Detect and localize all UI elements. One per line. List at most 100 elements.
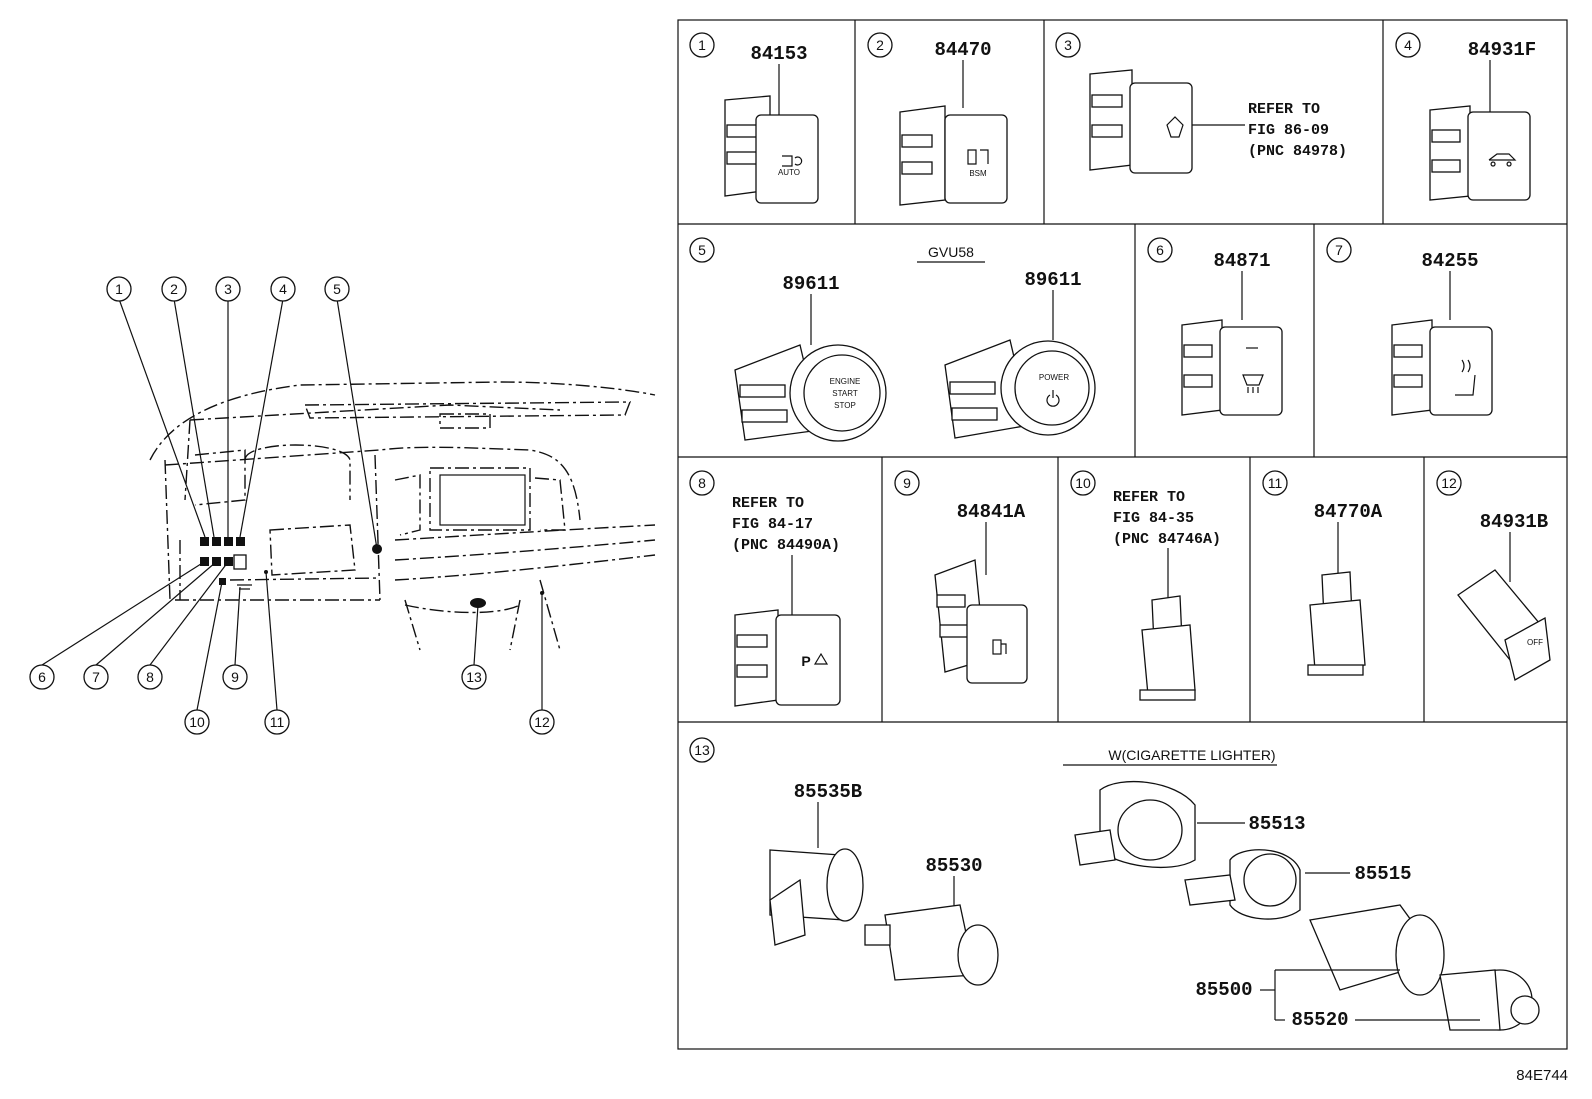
ring-icon	[1074, 780, 1196, 869]
svg-text:OFF: OFF	[1527, 638, 1543, 647]
engine-start-button-icon: ENGINE START STOP	[734, 344, 887, 442]
callout-3: 3	[215, 276, 241, 302]
callout-10: 10	[184, 709, 210, 735]
svg-text:9: 9	[231, 669, 239, 685]
svg-text:6: 6	[38, 669, 46, 685]
svg-text:8: 8	[146, 669, 154, 685]
switch-seat-heater-icon	[1391, 319, 1493, 416]
socket-icon	[769, 848, 864, 946]
svg-text:W(CIGARETTE LIGHTER): W(CIGARETTE LIGHTER)	[1108, 747, 1275, 763]
svg-text:3: 3	[224, 281, 232, 297]
cell-8: 8 REFER TO FIG 84-17 (PNC 84490A) P	[689, 470, 841, 707]
callout-13: 13	[461, 664, 487, 690]
svg-text:FIG 84-17: FIG 84-17	[732, 516, 813, 533]
callout-8: 8	[137, 664, 163, 690]
cell-7: 7 84255	[1326, 237, 1493, 416]
svg-text:POWER: POWER	[1039, 373, 1069, 382]
part-number-84770A: 84770A	[1314, 501, 1383, 523]
part-number-85515: 85515	[1354, 863, 1411, 885]
svg-text:9: 9	[903, 475, 911, 491]
cell-2: 2 84470 BSM	[867, 32, 1008, 206]
svg-text:1: 1	[115, 281, 123, 297]
svg-text:7: 7	[1335, 242, 1343, 258]
svg-text:AUTO: AUTO	[778, 168, 800, 177]
cell-9: 9 84841A	[894, 470, 1028, 684]
sleeve-icon	[1184, 849, 1301, 920]
svg-text:12: 12	[1441, 475, 1457, 491]
callout-1: 1	[106, 276, 132, 302]
switch-auto-icon: AUTO	[724, 95, 819, 204]
svg-text:12: 12	[534, 714, 550, 730]
svg-text:10: 10	[189, 714, 205, 730]
power-button-icon: POWER	[944, 339, 1096, 439]
svg-text:13: 13	[466, 669, 482, 685]
callout-4: 4	[270, 276, 296, 302]
part-number-84931B: 84931B	[1480, 511, 1548, 533]
part-number-89611-a: 89611	[782, 273, 839, 295]
part-number-84871: 84871	[1213, 250, 1270, 272]
figure-code: 84E744	[1516, 1067, 1568, 1084]
svg-text:11: 11	[270, 714, 285, 730]
switch-defogger-icon	[1181, 319, 1283, 416]
cell-3: 3 REFER TO FIG 86-09 (PNC 84978)	[1055, 32, 1347, 174]
svg-text:REFER TO: REFER TO	[732, 495, 804, 512]
switch-off-icon: OFF	[1457, 569, 1551, 681]
svg-text:6: 6	[1156, 242, 1164, 258]
svg-text:ENGINE: ENGINE	[830, 377, 861, 386]
callout-7: 7	[83, 664, 109, 690]
callout-11: 11	[264, 709, 290, 735]
callout-12: 12	[529, 709, 555, 735]
part-number-85520: 85520	[1291, 1009, 1348, 1031]
svg-text:8: 8	[698, 475, 706, 491]
part-number-85530: 85530	[925, 855, 982, 877]
part-number-84153: 84153	[750, 43, 807, 65]
switch-offroad-icon	[1429, 105, 1531, 201]
cell-1: 1 84153 AUTO	[689, 32, 819, 204]
part-number-85535B: 85535B	[794, 781, 862, 803]
callout-5: 5	[324, 276, 350, 302]
parts-grid	[677, 19, 1568, 1050]
svg-text:BSM: BSM	[969, 169, 987, 178]
switch-refer-icon	[1089, 69, 1193, 174]
callout-9: 9	[222, 664, 248, 690]
part-number-84841A: 84841A	[957, 501, 1026, 523]
callout-2: 2	[161, 276, 187, 302]
svg-text:4: 4	[1404, 37, 1412, 53]
svg-text:2: 2	[170, 281, 178, 297]
switch-parking-sensor-icon: P	[734, 609, 841, 707]
part-number-84255: 84255	[1421, 250, 1478, 272]
svg-text:REFER TO: REFER TO	[1113, 489, 1185, 506]
svg-text:10: 10	[1075, 475, 1091, 491]
switch-bsm-icon: BSM	[899, 105, 1008, 206]
part-number-84470: 84470	[934, 39, 991, 61]
connector-icon	[1307, 571, 1366, 676]
svg-text:5: 5	[333, 281, 341, 297]
callout-6: 6	[29, 664, 55, 690]
svg-text:FIG 84-35: FIG 84-35	[1113, 510, 1194, 527]
svg-text:7: 7	[92, 669, 100, 685]
svg-text:(PNC 84746A): (PNC 84746A)	[1113, 531, 1221, 548]
dashboard-overview: 1 2 3 4 5 6 7 8 9 10 11 12 13	[29, 276, 656, 735]
svg-text:START: START	[832, 389, 858, 398]
socket-body-icon	[1309, 904, 1540, 1031]
svg-text:FIG 86-09: FIG 86-09	[1248, 122, 1329, 139]
cell-13: 13 W(CIGARETTE LIGHTER) 85535B 85530 855…	[689, 737, 1540, 1031]
svg-text:P: P	[801, 653, 810, 669]
svg-text:11: 11	[1268, 475, 1283, 491]
svg-text:3: 3	[1064, 37, 1072, 53]
connector-icon	[1139, 595, 1196, 701]
cell-11: 11 84770A	[1262, 470, 1383, 676]
svg-text:(PNC 84978): (PNC 84978)	[1248, 143, 1347, 160]
svg-text:2: 2	[876, 37, 884, 53]
svg-text:REFER TO: REFER TO	[1248, 101, 1320, 118]
cell-6: 6 84871	[1147, 237, 1283, 416]
svg-text:1: 1	[698, 37, 706, 53]
switch-fuel-door-icon	[934, 559, 1028, 684]
cell-10: 10 REFER TO FIG 84-35 (PNC 84746A)	[1070, 470, 1221, 701]
svg-text:13: 13	[694, 742, 710, 758]
svg-text:GVU58: GVU58	[928, 244, 974, 260]
cell-5: 5 GVU58 89611 89611 ENGINE START STOP PO…	[689, 237, 1096, 442]
part-number-85513: 85513	[1248, 813, 1305, 835]
svg-text:(PNC 84490A): (PNC 84490A)	[732, 537, 840, 554]
